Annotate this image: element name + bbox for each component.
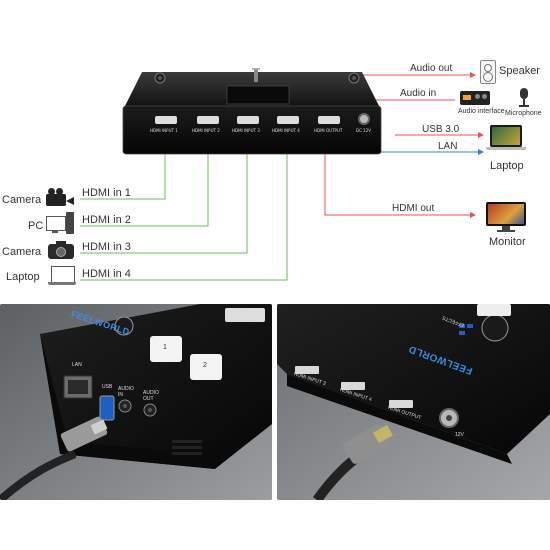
laptop-left-label: Laptop <box>6 271 40 283</box>
audio-interface-icon <box>460 91 490 105</box>
monitor-icon <box>486 202 526 232</box>
laptop-left-icon <box>48 266 76 286</box>
dc-port <box>358 113 370 125</box>
port-label: DC 12V <box>356 128 371 133</box>
laptop-right-icon <box>486 125 526 157</box>
hdmi-port-3 <box>237 116 259 124</box>
hdmi-port-2 <box>197 116 219 124</box>
usb-label: USB 3.0 <box>422 124 460 135</box>
port-label: HDMI INPUT 1 <box>150 128 178 133</box>
hdmi-in-4-label: HDMI in 4 <box>82 268 131 280</box>
audio-in-label-photo: AUDIO IN <box>118 386 134 398</box>
hdmi-out-line <box>324 152 472 216</box>
audio-interface-label: Audio interface <box>458 108 505 115</box>
port-label: HDMI OUTPUT <box>314 128 343 133</box>
hdmi-in-3-line <box>80 152 248 254</box>
speaker-label: Speaker <box>499 65 540 77</box>
hdmi-in-4-line <box>80 152 288 281</box>
port-label: HDMI INPUT 4 <box>272 128 300 133</box>
hdmi-in-1-line <box>80 152 166 200</box>
pc-icon <box>46 212 76 236</box>
hdmi-in-1-label: HDMI in 1 <box>82 187 131 199</box>
monitor-label: Monitor <box>489 236 526 248</box>
microphone-label: Microphone <box>505 110 542 117</box>
dc-label-photo: 12V <box>455 432 464 438</box>
photo-camera-icon <box>48 241 74 259</box>
laptop-right-label: Laptop <box>490 160 524 172</box>
video-camera-icon <box>46 188 76 208</box>
hdmi-out-label: HDMI out <box>392 203 435 214</box>
audio-out-label: Audio out <box>410 63 453 74</box>
connection-diagram: HDMI INPUT 1 HDMI INPUT 2 HDMI INPUT 3 H… <box>0 40 550 300</box>
port-label: HDMI INPUT 3 <box>232 128 260 133</box>
lan-label: LAN <box>438 141 458 152</box>
port-label: HDMI INPUT 2 <box>192 128 220 133</box>
audio-out-label-photo: AUDIO OUT <box>143 390 159 402</box>
key-2-label: 2 <box>203 362 207 369</box>
key-1-label: 1 <box>163 344 167 351</box>
audio-in-label: Audio in <box>400 88 437 99</box>
pc-label: PC <box>28 220 44 232</box>
usb-label-photo: USB <box>102 384 113 390</box>
hdmi-in-2-line <box>80 152 209 227</box>
photo-left: FEELWORLD LAN USB AUDIO IN AUDIO OUT 1 2 <box>0 304 272 500</box>
microphone-icon <box>519 88 529 108</box>
photo-right: FEELWORLD EFFECTS HDMI INPUT 3 HDMI INPU… <box>277 304 550 500</box>
camera-1-label: Camera <box>2 194 42 206</box>
hdmi-port-1 <box>155 116 177 124</box>
camera-3-label: Camera <box>2 246 42 258</box>
switcher-device: HDMI INPUT 1 HDMI INPUT 2 HDMI INPUT 3 H… <box>122 64 382 156</box>
speaker-icon <box>480 60 496 84</box>
lan-label-photo: LAN <box>72 362 82 368</box>
hdmi-in-2-label: HDMI in 2 <box>82 214 131 226</box>
hdmi-port-4 <box>277 116 299 124</box>
hdmi-in-3-label: HDMI in 3 <box>82 241 131 253</box>
hdmi-output-port <box>318 116 340 124</box>
